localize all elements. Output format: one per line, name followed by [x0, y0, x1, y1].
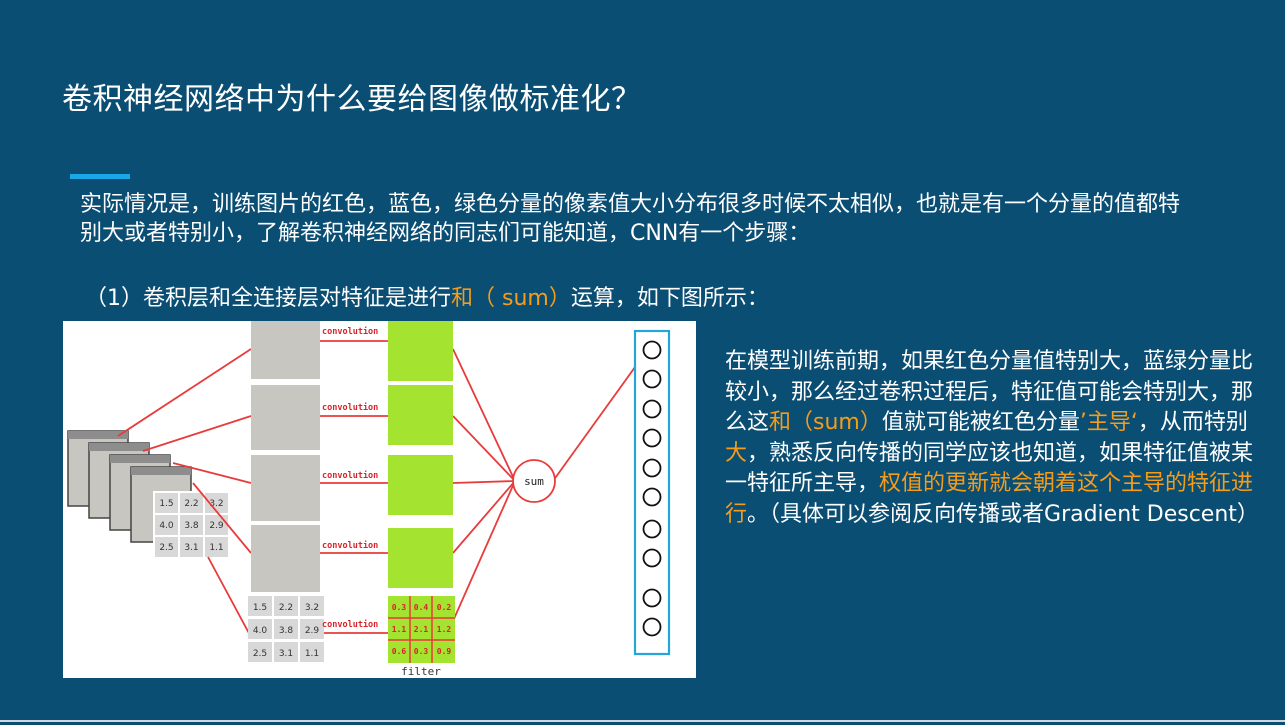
input-matrix-value: 2.5	[159, 543, 173, 553]
feature-map	[251, 385, 320, 450]
convolution-label: convolution	[322, 619, 378, 630]
input-matrix-cell	[180, 515, 203, 535]
output-neurons	[642, 340, 662, 637]
filter-matrix: 0.3 0.4 0.2 1.1 2.1 1.2 0.6 0.3 0.9	[388, 596, 455, 663]
input-matrix-value: 1.5	[159, 499, 173, 509]
connection-lines	[117, 340, 644, 638]
step-highlight: 和（ sum）	[451, 286, 571, 311]
output-neuron	[642, 458, 662, 478]
filter-value: 0.2	[437, 603, 452, 612]
output-neuron	[642, 617, 662, 637]
input-matrix-value: 3.1	[184, 543, 198, 553]
explanation-highlight: 权值的更新就会朝着这个主导的特征进行	[725, 471, 1254, 527]
convolution-labels: convolution convolution convolution conv…	[322, 326, 378, 630]
filter-value: 1.2	[437, 625, 452, 634]
explanation-text: 在模型训练前期，如果红色分量值特别大，蓝绿分量比较小，那么经过卷积过程后，特征值…	[725, 347, 1265, 530]
feature-matrix-value: 3.8	[279, 626, 294, 636]
input-matrix-cell	[155, 515, 178, 535]
filter-value: 1.1	[392, 625, 407, 634]
input-matrix-value: 3.8	[184, 521, 199, 531]
convolved-map	[388, 385, 453, 445]
feature-map	[251, 321, 320, 379]
output-neuron	[642, 399, 662, 419]
intro-paragraph: 实际情况是，训练图片的红色，蓝色，绿色分量的像素值大小分布很多时候不太相似，也就…	[80, 192, 1181, 246]
output-neuron	[642, 428, 662, 448]
feature-map	[251, 525, 320, 592]
cnn-sum-diagram: 1.5 2.2 3.2 4.0 3.8 2.9 2.5 3.1 1.1	[63, 321, 696, 678]
explanation-part: 。（具体可以参阅反向传播或者Gradient Descent）	[747, 501, 1259, 527]
feature-map	[251, 455, 320, 521]
convolution-label: convolution	[322, 470, 378, 481]
explanation-highlight: 大	[725, 440, 748, 466]
diagram-svg: 1.5 2.2 3.2 4.0 3.8 2.9 2.5 3.1 1.1	[67, 321, 671, 678]
feature-matrix-value: 3.1	[279, 649, 293, 659]
sum-node	[512, 459, 556, 503]
feature-matrix-value: 1.5	[253, 603, 267, 613]
input-matrix-cell	[205, 537, 228, 557]
convolution-label: convolution	[322, 326, 378, 337]
input-channel-shade	[89, 443, 149, 451]
filter-value: 0.9	[437, 647, 452, 656]
title-accent-bar	[70, 174, 130, 179]
filter-value: 0.6	[392, 647, 407, 656]
feature-maps	[251, 321, 320, 592]
input-matrix: 1.5 2.2 3.2 4.0 3.8 2.9 2.5 3.1 1.1	[153, 491, 231, 561]
input-matrix-cell	[205, 515, 228, 535]
explanation-highlight: ’主导‘	[1079, 410, 1138, 435]
input-channel-shade	[68, 431, 128, 439]
input-matrix-value: 4.0	[159, 521, 174, 531]
input-matrix-value: 2.2	[184, 499, 198, 509]
filter-value: 0.3	[414, 647, 429, 656]
convolved-map	[388, 455, 453, 515]
input-matrix-cell	[155, 537, 178, 557]
sum-label: sum	[524, 475, 544, 488]
convolved-maps	[388, 321, 453, 588]
feature-matrix-value: 3.2	[305, 603, 319, 613]
input-matrix-cell	[155, 493, 178, 513]
feature-matrix-value: 2.5	[253, 649, 267, 659]
output-neuron	[642, 548, 662, 568]
input-matrix-cell	[180, 537, 203, 557]
input-matrix-cell	[205, 493, 228, 513]
input-matrix-cell	[180, 493, 203, 513]
output-neuron	[642, 340, 662, 360]
output-neuron	[642, 487, 662, 507]
input-matrix-value: 1.1	[209, 543, 223, 553]
feature-matrix-value: 2.9	[305, 626, 320, 636]
page-title: 卷积神经网络中为什么要给图像做标准化？	[62, 82, 642, 117]
explanation-highlight: 和（sum）	[769, 410, 882, 435]
convolution-label: convolution	[322, 402, 378, 413]
step-prefix: （1）卷积层和全连接层对特征是进行	[85, 286, 451, 311]
convolved-map	[388, 321, 453, 381]
explanation-part: ，熟悉反向传播的同学应该也知道，如果特征值被某一特征所主导，	[725, 440, 1254, 497]
input-channel-shade	[131, 467, 191, 475]
filter-value: 2.1	[414, 625, 429, 634]
bottom-divider	[0, 720, 1285, 722]
output-neuron	[642, 369, 662, 389]
filter-label: filter	[401, 665, 441, 678]
output-neuron	[642, 519, 662, 539]
convolved-map	[388, 528, 453, 588]
input-matrix-value: 3.2	[209, 499, 223, 509]
feature-matrix: 1.5 2.2 3.2 4.0 3.8 2.9 2.5 3.1 1.1	[248, 596, 324, 662]
explanation-part: 值就可能被红色分量	[881, 410, 1080, 435]
explanation-part: 在模型训练前期，如果红色分量值特别大，蓝绿分量比较小，那么经过卷积过程后，特征值…	[725, 349, 1254, 435]
feature-matrix-value: 1.1	[305, 649, 319, 659]
output-neuron	[642, 588, 662, 608]
feature-matrix-value: 4.0	[253, 626, 268, 636]
filter-value: 0.4	[414, 603, 429, 612]
input-matrix-value: 2.9	[209, 521, 224, 531]
input-channel-shade	[110, 455, 170, 463]
step-one-text: （1）卷积层和全连接层对特征是进行和（ sum）运算，如下图所示：	[85, 280, 769, 312]
filter-value: 0.3	[392, 603, 407, 612]
convolution-label: convolution	[322, 540, 378, 551]
explanation-part: ，从而特别	[1137, 410, 1248, 435]
step-suffix: 运算，如下图所示：	[570, 286, 769, 311]
feature-matrix-value: 2.2	[279, 603, 293, 613]
